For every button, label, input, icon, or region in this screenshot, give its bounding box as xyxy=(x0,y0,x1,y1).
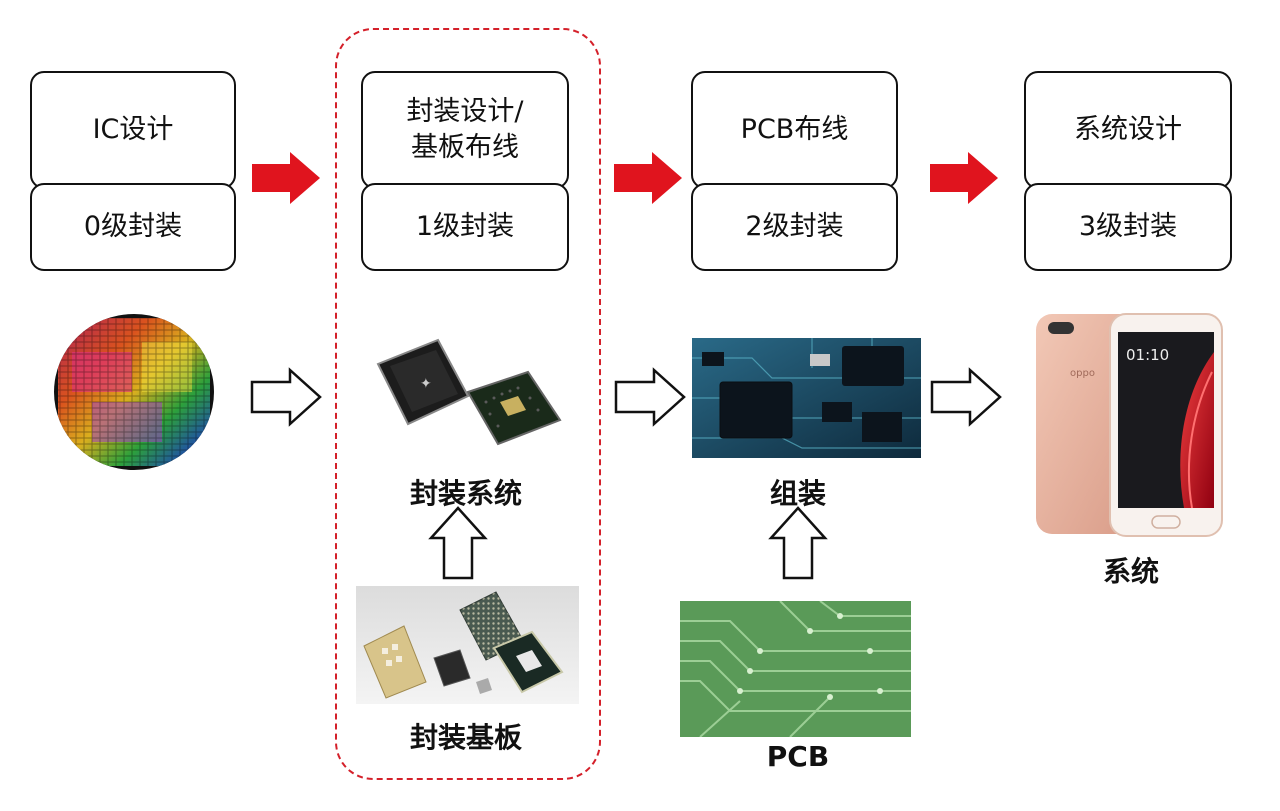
level-box-2: 2级封装 xyxy=(691,183,898,271)
stage-title-package-design: 封装设计/ 基板布线 xyxy=(361,71,569,189)
stage-title-ic-design: IC设计 xyxy=(30,71,236,189)
level-text: 2级封装 xyxy=(745,211,844,242)
hollow-arrow-right-2 xyxy=(614,367,686,427)
level1-dashed-group xyxy=(335,28,601,780)
level-box-1: 1级封装 xyxy=(361,183,569,271)
red-arrow-1 xyxy=(252,152,320,204)
phone-brand-text: oppo xyxy=(1070,368,1095,379)
pcb-assembly-image xyxy=(692,338,921,458)
caption-system: 系统 xyxy=(1102,555,1159,588)
level-text: 3级封装 xyxy=(1078,211,1178,242)
stage-title-system-design: 系统设计 xyxy=(1024,71,1232,189)
smartphone-image: oppo 01:10 xyxy=(1036,313,1223,537)
level-text: 1级封装 xyxy=(415,211,515,242)
red-arrow-2 xyxy=(614,152,682,204)
svg-text:✦: ✦ xyxy=(420,376,432,392)
level-text: 0级封装 xyxy=(83,211,183,242)
level-box-0: 0级封装 xyxy=(30,183,236,271)
stage-title-text: 系统设计 xyxy=(1074,114,1182,145)
level-box-3: 3级封装 xyxy=(1024,183,1232,271)
stage-title-text: 封装设计/ 基板布线 xyxy=(406,96,524,163)
stage-title-text: IC设计 xyxy=(92,114,174,145)
red-arrow-3 xyxy=(930,152,998,204)
caption-pcb: PCB xyxy=(766,740,830,773)
silicon-wafer-image xyxy=(54,314,214,470)
caption-assembly: 组装 xyxy=(769,477,826,510)
hollow-arrow-up-2 xyxy=(768,506,828,580)
phone-clock-text: 01:10 xyxy=(1126,346,1169,364)
hollow-arrow-right-1 xyxy=(250,367,322,427)
package-substrate-image xyxy=(356,586,579,704)
caption-package-substrate: 封装基板 xyxy=(409,721,522,754)
package-system-image: ✦ xyxy=(376,338,562,446)
hollow-arrow-up-1 xyxy=(428,506,488,580)
hollow-arrow-right-3 xyxy=(930,367,1002,427)
stage-title-text: PCB布线 xyxy=(740,114,849,145)
caption-package-system: 封装系统 xyxy=(409,477,522,510)
stage-title-pcb-layout: PCB布线 xyxy=(691,71,898,189)
pcb-board-image xyxy=(680,601,911,737)
